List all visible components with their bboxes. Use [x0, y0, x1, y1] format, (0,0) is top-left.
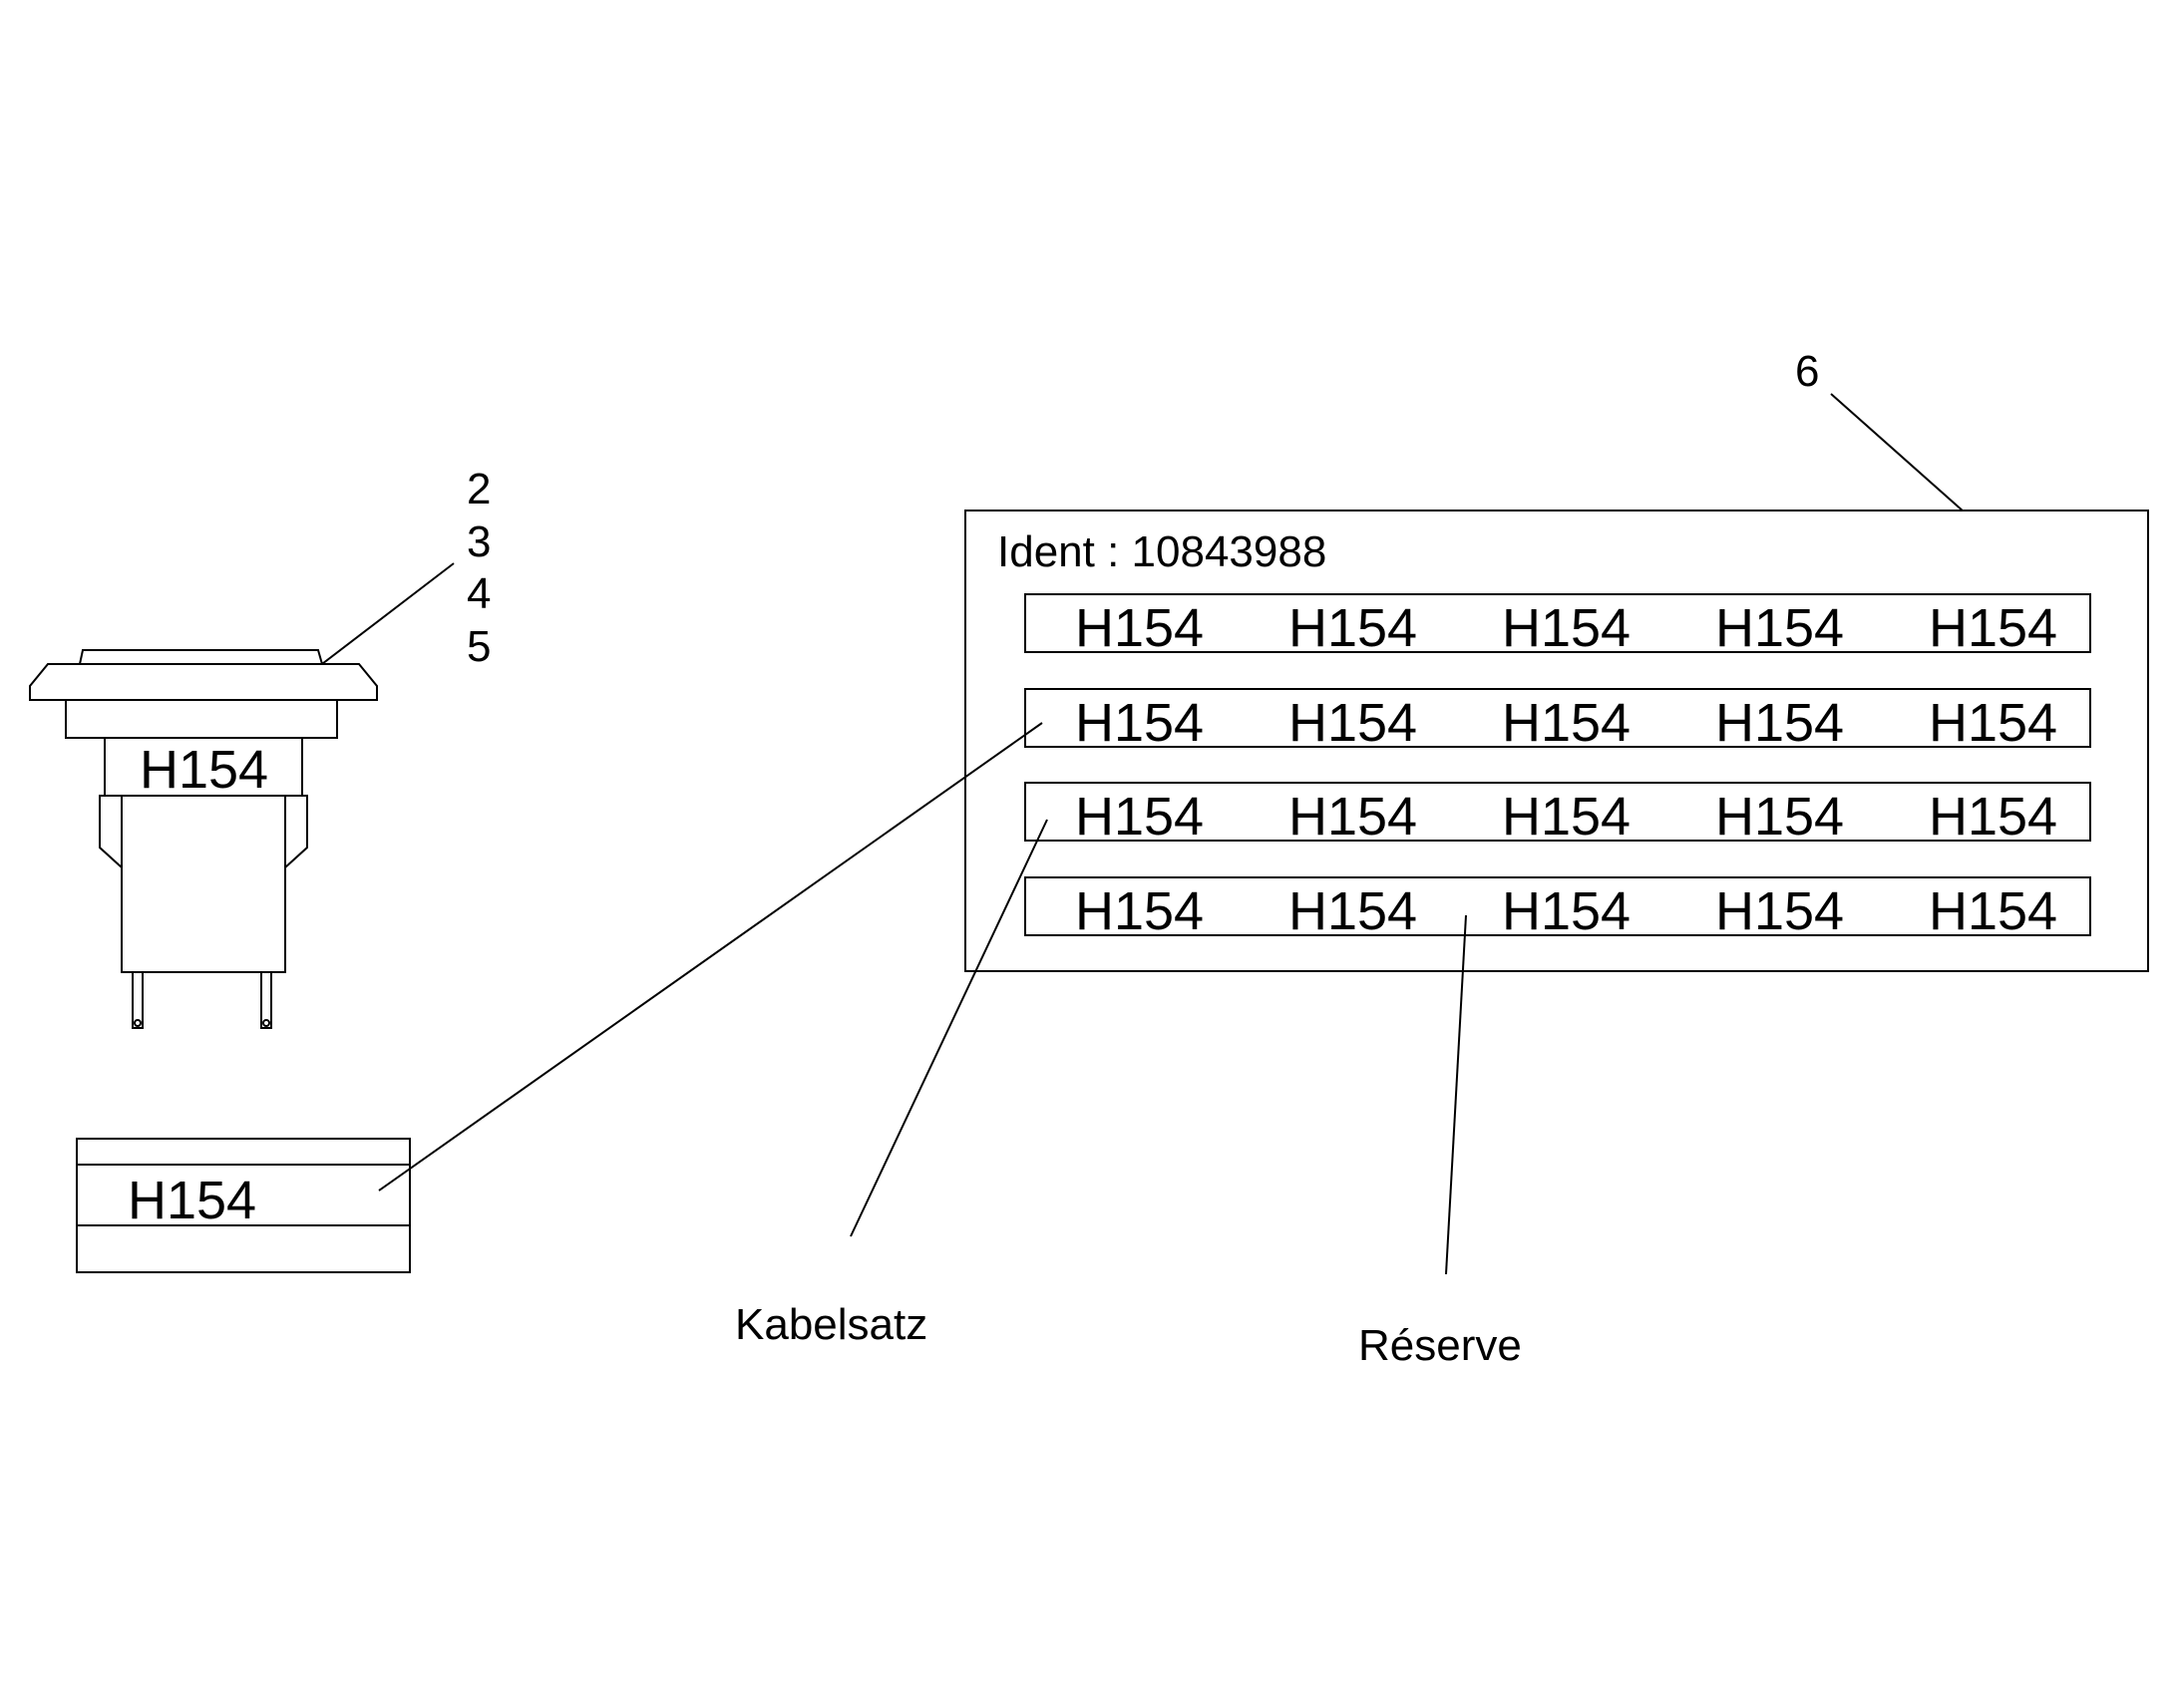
ident-text: Ident : 10843988 [997, 527, 1326, 576]
plate-label: H154 [1502, 693, 1631, 753]
callout-4: 4 [467, 569, 491, 618]
leader-line-reserve [1445, 914, 1467, 1275]
plate-label: H154 [1288, 598, 1417, 658]
plate-row-4 [1024, 876, 2091, 936]
callout-5: 5 [467, 622, 491, 671]
plate-label: H154 [1075, 787, 1204, 847]
leader-line-kabelsatz [850, 819, 1048, 1237]
plate-label: H154 [1288, 787, 1417, 847]
callout-3: 3 [467, 517, 491, 566]
plate-label: H154 [1929, 787, 2057, 847]
plate-label: H154 [1715, 787, 1844, 847]
plate-label: H154 [1075, 693, 1204, 753]
reserve-label: Réserve [1358, 1321, 1522, 1370]
plate-label: H154 [1075, 598, 1204, 658]
ident-plate [964, 510, 2149, 972]
plate-label: H154 [1502, 598, 1631, 658]
plate-label: H154 [1929, 598, 2057, 658]
plate-label: H154 [1929, 693, 2057, 753]
plate-label: H154 [1929, 881, 2057, 941]
label-strip-text: H154 [128, 1171, 256, 1230]
plate-label: H154 [1715, 598, 1844, 658]
plate-label: H154 [1075, 881, 1204, 941]
plate-label: H154 [1715, 693, 1844, 753]
plate-label: H154 [1502, 881, 1631, 941]
plate-label: H154 [1288, 693, 1417, 753]
plate-label: H154 [1715, 881, 1844, 941]
plate-row-3 [1024, 782, 2091, 842]
callout-6: 6 [1795, 347, 1819, 396]
plate-label: H154 [1288, 881, 1417, 941]
leader-line-2-5 [300, 562, 455, 681]
plate-label: H154 [1502, 787, 1631, 847]
component-drawing [29, 649, 378, 1029]
label-strip [76, 1138, 411, 1273]
leader-line-label-strip [378, 722, 1043, 1192]
plate-row-2 [1024, 688, 2091, 748]
component-label: H154 [140, 740, 268, 800]
kabelsatz-label: Kabelsatz [735, 1300, 927, 1349]
callout-2: 2 [467, 465, 491, 513]
plate-row-1 [1024, 593, 2091, 653]
